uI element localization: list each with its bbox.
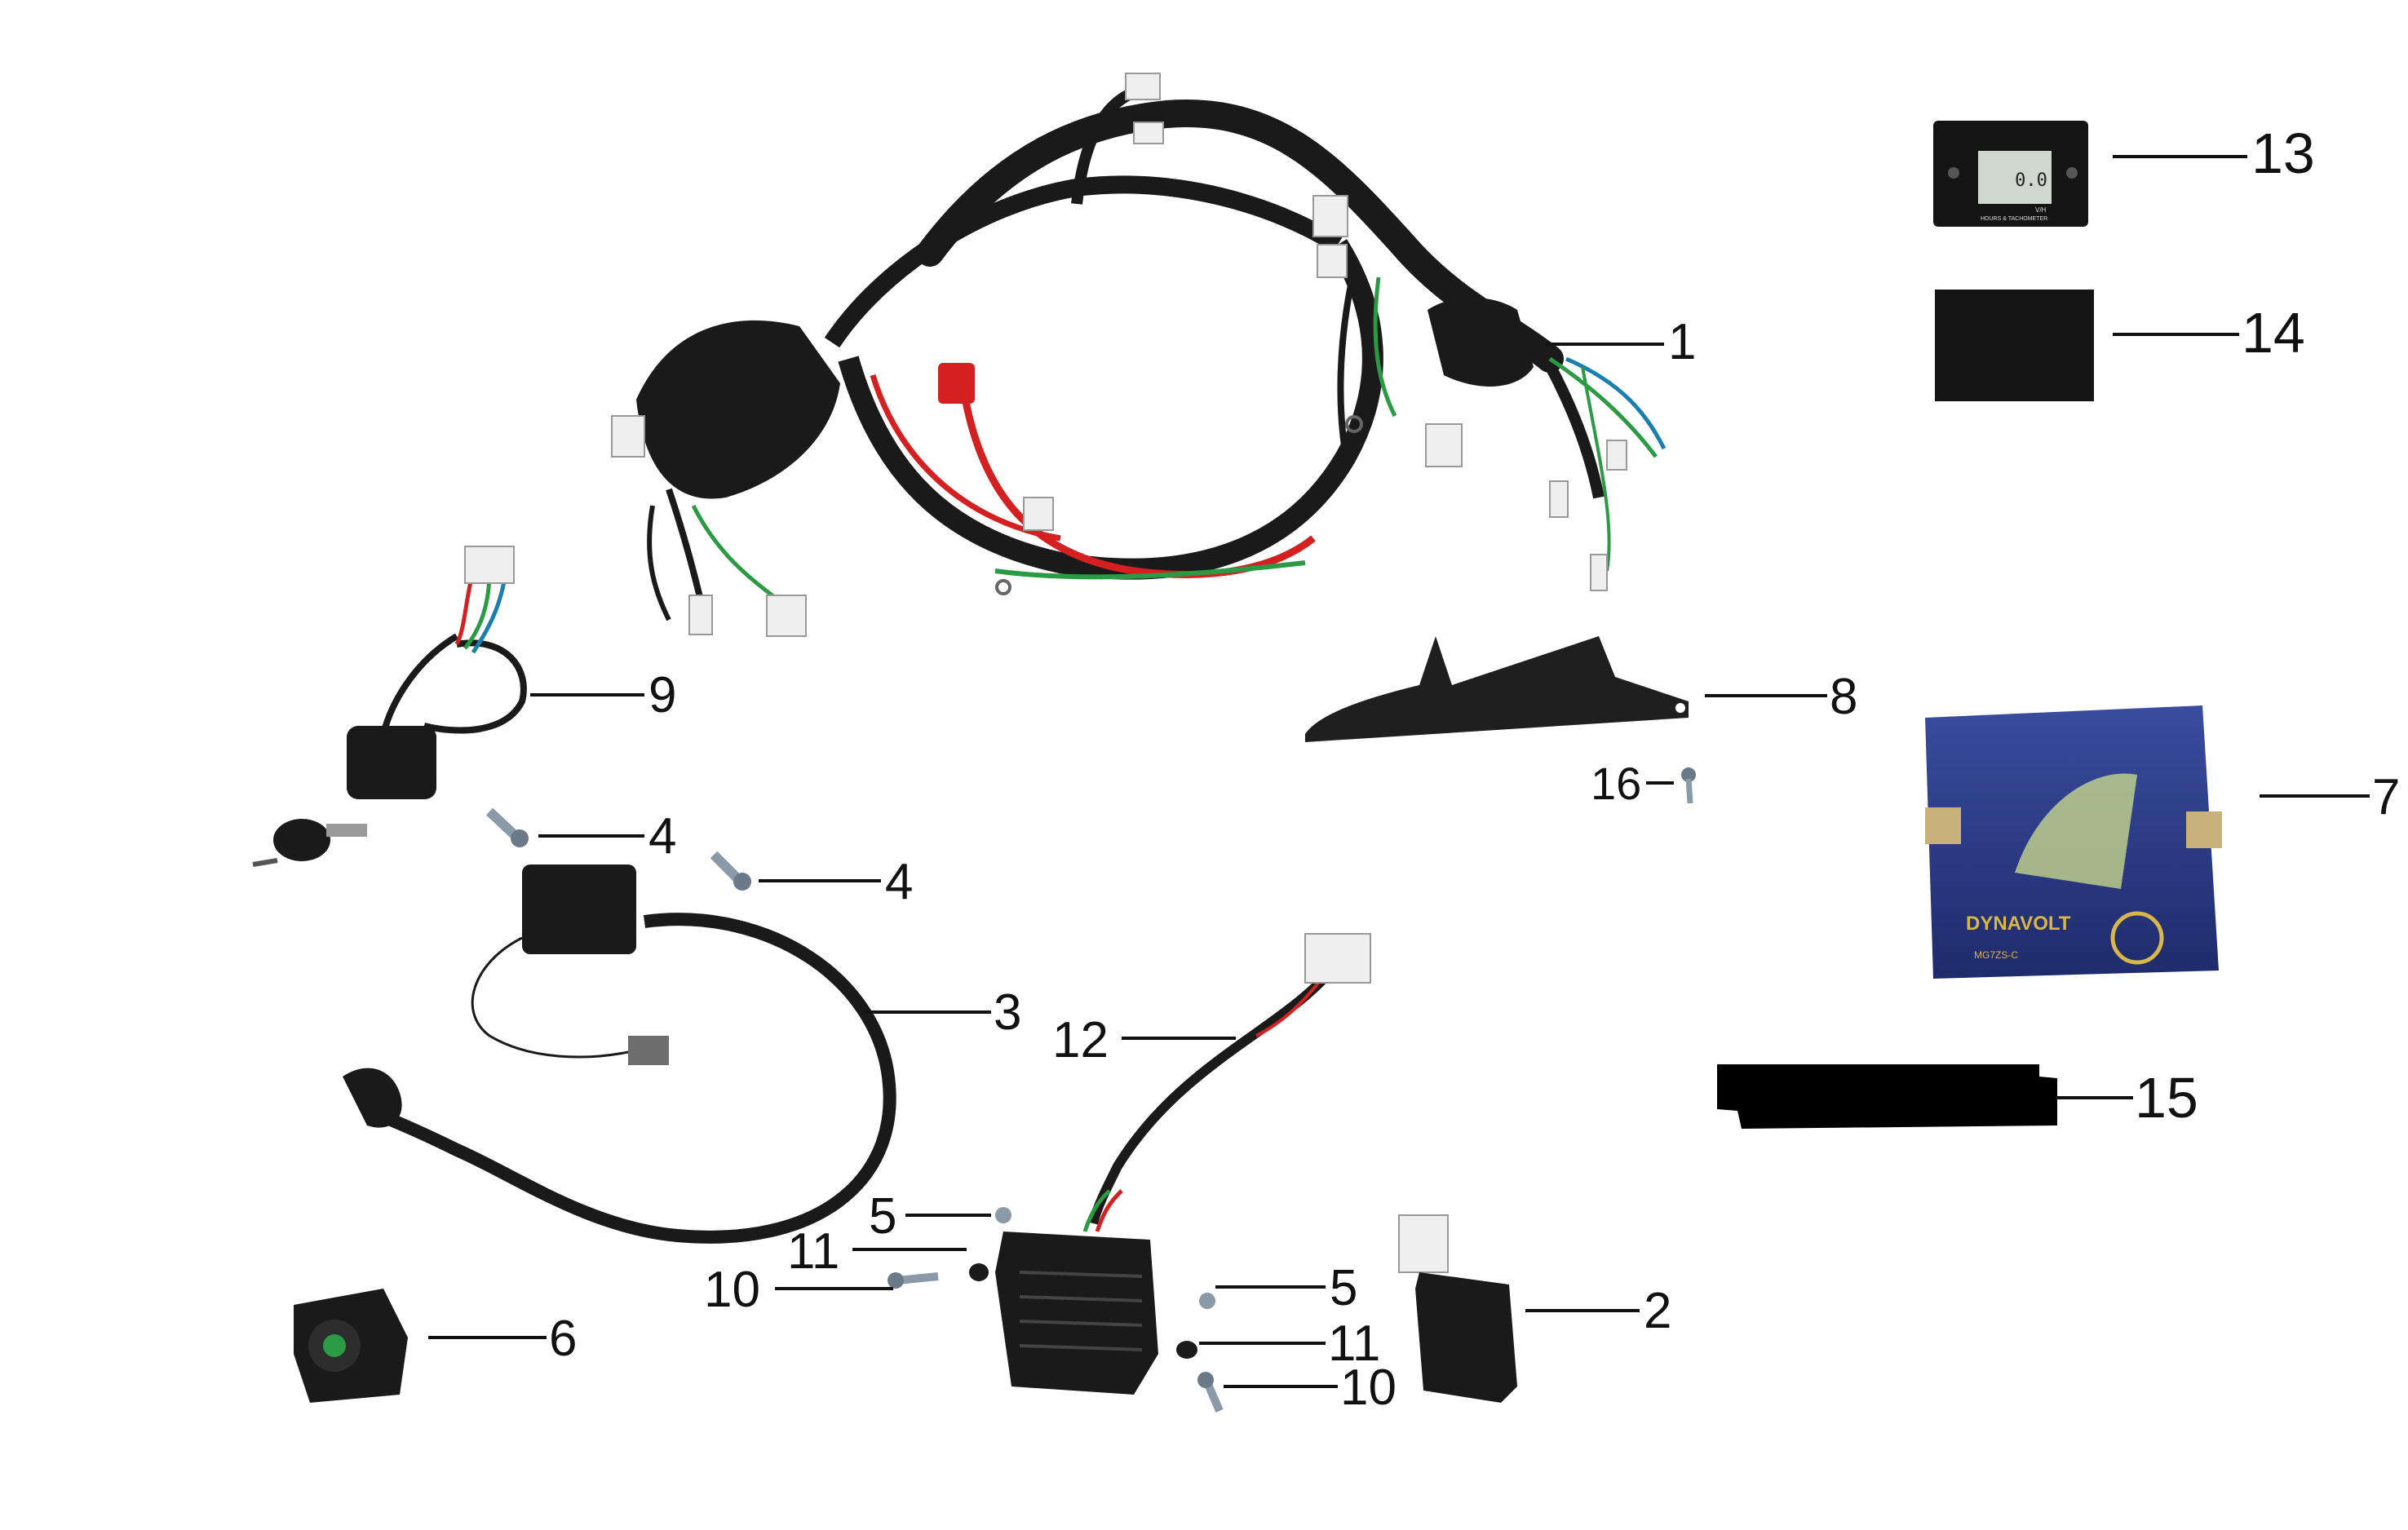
- ignition-switch: [252, 546, 527, 867]
- callout-12: 12: [1052, 1012, 1109, 1068]
- hour-meter-display: 0.0: [2015, 170, 2047, 191]
- callout-4-lower: 4: [885, 854, 913, 910]
- callout-1: 1: [1668, 314, 1696, 370]
- leader-lines: [428, 155, 2370, 1388]
- callout-14: 14: [2242, 301, 2305, 365]
- hour-meter-caption: HOURS & TACHOMETER: [1981, 216, 2047, 222]
- callout-2: 2: [1644, 1283, 1671, 1339]
- start-button: [294, 1289, 408, 1403]
- mounting-bracket: [1305, 636, 1689, 742]
- washer-b: [1176, 1341, 1197, 1359]
- bolt-upper: [485, 807, 529, 847]
- battery-brand: DYNAVOLT: [1966, 913, 2071, 935]
- battery-model: MG7ZS-C: [1974, 949, 2018, 961]
- callout-3: 3: [994, 984, 1021, 1041]
- callout-11-right: 11: [1328, 1316, 1380, 1372]
- callout-6: 6: [549, 1311, 577, 1367]
- callout-16: 16: [1591, 758, 1641, 809]
- callout-5-left: 5: [869, 1188, 896, 1245]
- callout-8: 8: [1830, 669, 1857, 725]
- callout-10-left: 10: [704, 1262, 760, 1318]
- rubber-strip: [1717, 1064, 2057, 1129]
- screw-small-b: [1199, 1293, 1215, 1309]
- callout-15: 15: [2135, 1066, 2198, 1130]
- bolt-lower: [710, 851, 751, 891]
- ignition-coil: [343, 864, 896, 1244]
- callout-13: 13: [2251, 122, 2315, 185]
- wiring-harness: [611, 73, 1667, 637]
- callout-10-right: 10: [1340, 1360, 1397, 1416]
- bolt-small-b: [1197, 1372, 1224, 1413]
- bolt-small-a: [888, 1272, 939, 1289]
- callout-9: 9: [648, 667, 676, 723]
- washer-a: [969, 1263, 989, 1281]
- foam-pad: [1935, 290, 2094, 401]
- screw-16: [1681, 767, 1696, 804]
- callout-4-upper: 4: [648, 808, 676, 864]
- regulator-rectifier: [995, 933, 1371, 1395]
- callout-labels: 1 2 3 4 4 5 5 6 7 8 9 10 10 11 11 12 13 …: [549, 122, 2400, 1416]
- hour-meter: 0.0 HOURS & TACHOMETER V/H: [1933, 121, 2088, 227]
- callout-5-right: 5: [1330, 1260, 1357, 1316]
- hour-meter-unit: V/H: [2035, 206, 2047, 214]
- screw-small-a: [995, 1207, 1011, 1223]
- cdi-unit: [1398, 1214, 1517, 1403]
- battery: DYNAVOLT MG7ZS-C: [1925, 705, 2222, 979]
- callout-7: 7: [2372, 769, 2400, 825]
- callout-11-left: 11: [787, 1223, 839, 1280]
